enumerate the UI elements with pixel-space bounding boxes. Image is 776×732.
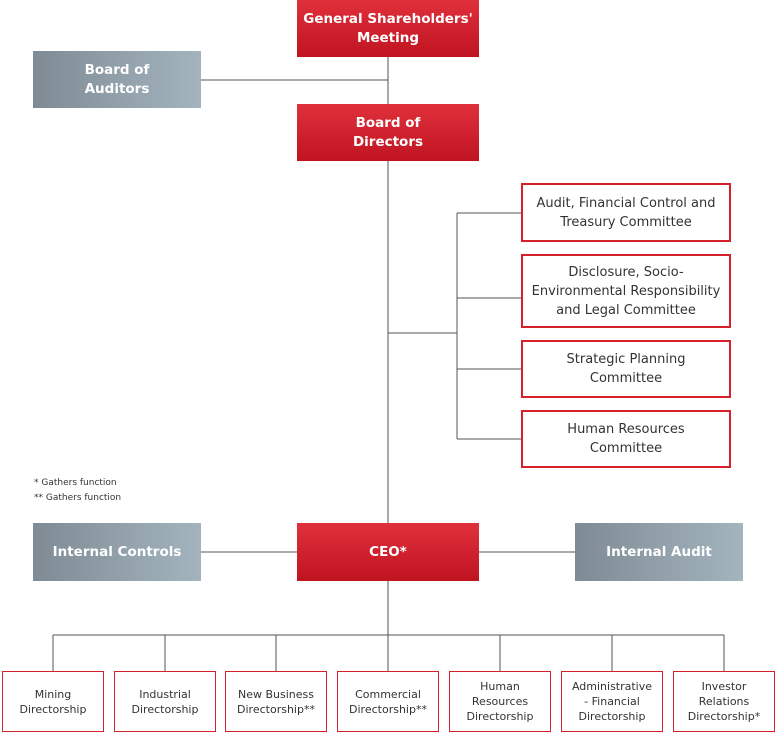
investor-relations-directorship-box: Investor Relations Directorship* [673, 671, 775, 732]
disclosure-committee-box: Disclosure, Socio- Environmental Respons… [521, 254, 731, 328]
footnote-single-star: * Gathers function [34, 478, 117, 488]
board-of-auditors-box: Board of Auditors [33, 51, 201, 108]
audit-committee-box: Audit, Financial Control and Treasury Co… [521, 183, 731, 242]
footnotes: * Gathers function ** Gathers function [34, 476, 121, 506]
general-shareholders-meeting-box: General Shareholders' Meeting [297, 0, 479, 57]
new-business-directorship-box: New Business Directorship** [225, 671, 327, 732]
human-resources-directorship-box: Human Resources Directorship [449, 671, 551, 732]
internal-audit-box: Internal Audit [575, 523, 743, 581]
internal-controls-box: Internal Controls [33, 523, 201, 581]
human-resources-committee-box: Human Resources Committee [521, 410, 731, 468]
industrial-directorship-box: Industrial Directorship [114, 671, 216, 732]
board-of-directors-box: Board of Directors [297, 104, 479, 161]
mining-directorship-box: Mining Directorship [2, 671, 104, 732]
ceo-box: CEO* [297, 523, 479, 581]
commercial-directorship-box: Commercial Directorship** [337, 671, 439, 732]
footnote-double-star: ** Gathers function [34, 493, 122, 503]
administrative-financial-directorship-box: Administrative - Financial Directorship [561, 671, 663, 732]
strategic-planning-committee-box: Strategic Planning Committee [521, 340, 731, 398]
